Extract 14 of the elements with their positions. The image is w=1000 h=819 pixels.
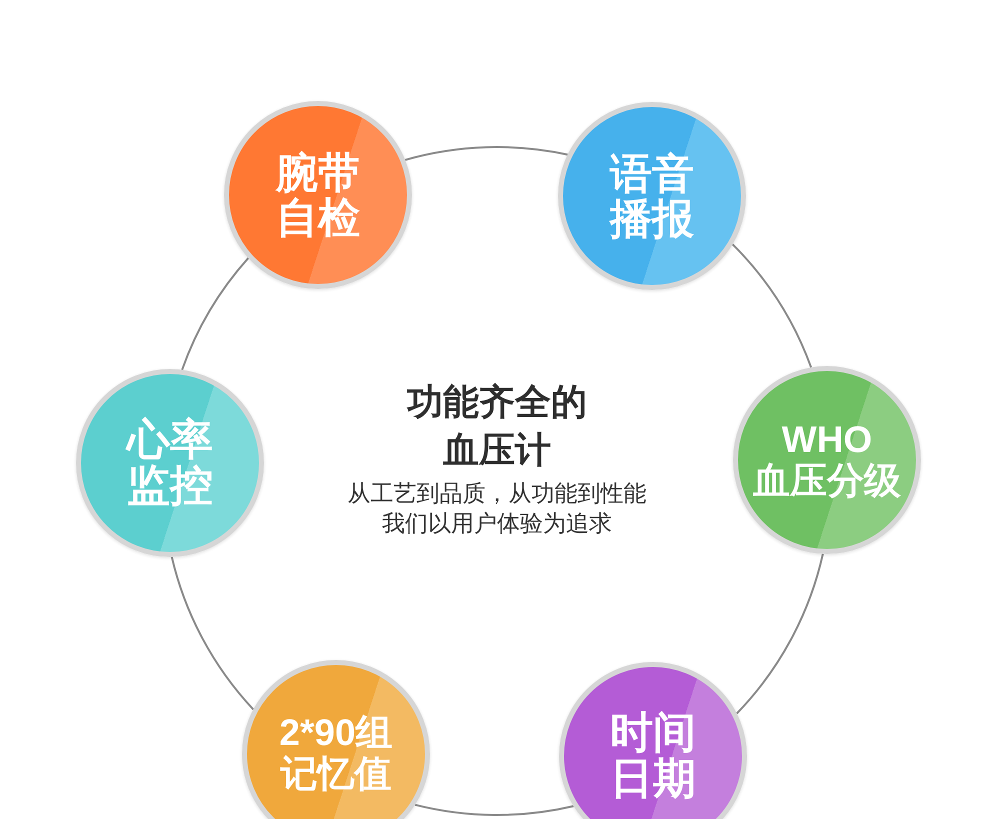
ring-arc <box>181 257 250 370</box>
feature-label: 时间日期 <box>608 710 697 802</box>
ring-arc <box>732 244 812 368</box>
feature-label: 语音播报 <box>608 150 695 242</box>
feature-label: 腕带自检 <box>274 150 361 240</box>
ring-arc <box>736 554 824 714</box>
subtitle-text: 从工艺到品质，从功能到性能我们以用户体验为追求 <box>346 479 648 538</box>
feature-label: WHO 血压分级 <box>752 418 902 502</box>
ring-arc <box>414 804 574 816</box>
feature-label: 心率监控 <box>124 416 214 510</box>
feature-label: 2*90组记忆值 <box>278 713 394 795</box>
ring-arc <box>170 556 254 710</box>
title-text: 功能齐全的血压计 <box>406 380 588 472</box>
ring-arc <box>404 146 568 161</box>
